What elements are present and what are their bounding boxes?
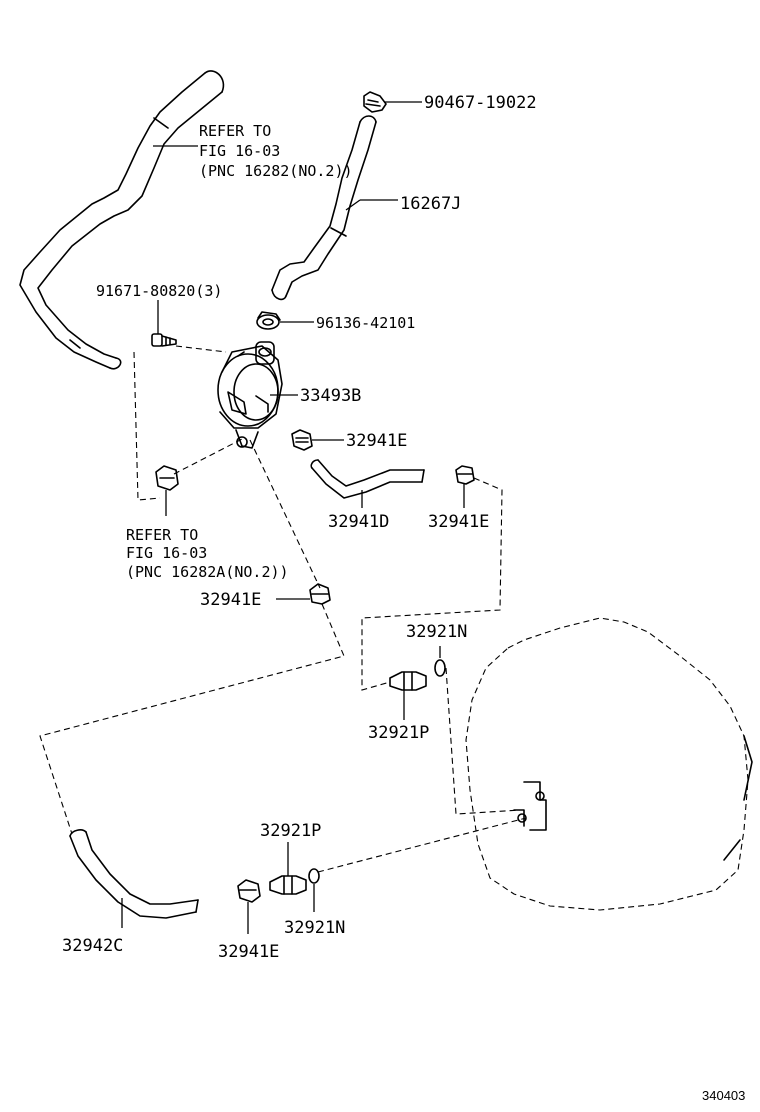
label-91671-80820: 91671-80820(3): [96, 282, 222, 300]
dash-right: [361, 477, 503, 691]
dash-bolt: [175, 345, 227, 353]
label-32921n-b: 32921N: [284, 918, 345, 938]
union-32921p-icon: [269, 875, 307, 895]
label-refer-to-mid: REFER TO: [126, 526, 198, 544]
transmission-case-icon: [465, 617, 753, 911]
gasket-32921n-icon: [434, 659, 446, 677]
label-32921n-a: 32921N: [406, 622, 467, 642]
dash-gasket-b: [317, 817, 527, 873]
vacuum-hose-32941d-icon: [310, 459, 425, 499]
label-pnc-mid: (PNC 16282A(NO.2)): [126, 563, 289, 581]
vacuum-hose-upper-left-icon: [19, 70, 225, 370]
label-refer-to-top: REFER TO: [199, 122, 271, 140]
label-fig-top: FIG 16-03: [199, 142, 280, 160]
vacuum-hose-16267j-icon: [271, 91, 387, 301]
union-bolt-91671-icon: [151, 333, 177, 347]
label-33493b: 33493B: [300, 386, 361, 406]
label-90467-19022: 90467-19022: [424, 93, 537, 113]
union-32921p-icon: [389, 671, 427, 691]
hose-clamp-icon: [155, 465, 179, 491]
gasket-32921n-icon: [308, 868, 320, 884]
label-32921p-a: 32921P: [368, 723, 429, 743]
label-fig-mid: FIG 16-03: [126, 544, 207, 562]
dash-gasket-a: [445, 667, 521, 815]
leader-16267j-a: [345, 199, 361, 211]
label-32941e-d: 32941E: [218, 942, 279, 962]
label-32941d: 32941D: [328, 512, 389, 532]
diagram-id: 340403: [702, 1088, 745, 1103]
dash-long: [39, 603, 345, 835]
label-32941e-b: 32941E: [428, 512, 489, 532]
vacuum-hose-32942c-icon: [69, 829, 199, 919]
label-32941e-a: 32941E: [346, 431, 407, 451]
dash-pump-down: [249, 439, 321, 589]
label-16267j: 16267J: [400, 194, 461, 214]
gasket-96136-icon: [256, 311, 281, 330]
label-pnc-top: (PNC 16282(NO.2)): [199, 162, 353, 180]
label-32941e-c: 32941E: [200, 590, 261, 610]
dash-clamp: [173, 437, 245, 475]
hose-clamp-icon: [309, 583, 331, 605]
label-96136-42101: 96136-42101: [316, 314, 415, 332]
label-32942c: 32942C: [62, 936, 123, 956]
hose-clamp-icon: [455, 465, 475, 485]
hose-clamp-icon: [291, 429, 313, 451]
hose-clamp-icon: [237, 879, 261, 903]
label-32921p-b: 32921P: [260, 821, 321, 841]
dash-left: [133, 351, 161, 501]
vacuum-pump-33493b-icon: [217, 341, 283, 449]
